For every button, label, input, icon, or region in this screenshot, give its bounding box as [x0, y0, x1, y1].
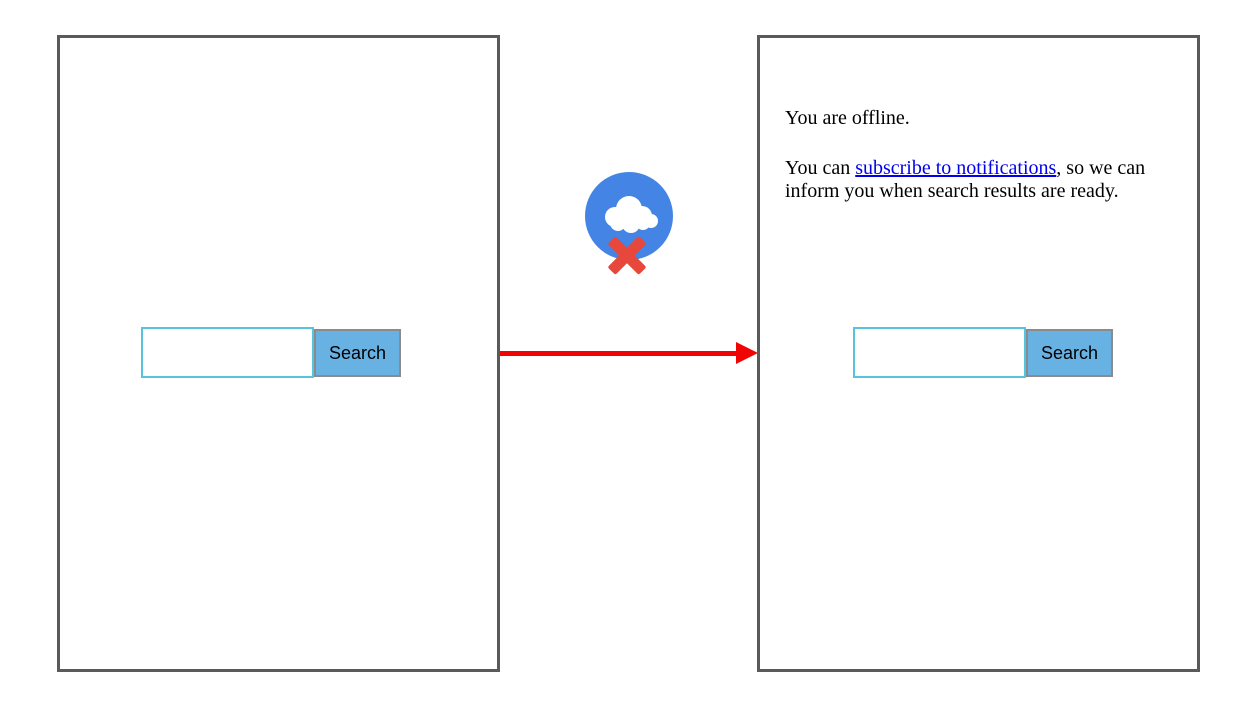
- offline-cloud-icon: [585, 172, 673, 275]
- search-button[interactable]: Search: [1026, 329, 1113, 377]
- transition-arrow-head: [736, 342, 758, 364]
- search-input[interactable]: [141, 327, 314, 378]
- offline-message-block: You are offline. You can subscribe to no…: [785, 107, 1185, 230]
- offline-status-text: You are offline.: [785, 107, 910, 129]
- cloud-icon: [605, 196, 658, 233]
- subscribe-text-before: You can: [785, 157, 856, 179]
- offline-cross-icon: [605, 233, 649, 277]
- right-app-frame: [757, 35, 1200, 672]
- subscribe-sentence: You can subscribe to notifications, so w…: [785, 157, 1185, 203]
- subscribe-notifications-link[interactable]: subscribe to notifications: [855, 157, 1057, 179]
- subscribe-text-line2: inform you when search results are ready…: [785, 180, 1119, 202]
- search-input[interactable]: [853, 327, 1026, 378]
- subscribe-text-after: , so we can: [1056, 157, 1146, 179]
- transition-arrow-line: [500, 351, 736, 356]
- search-button[interactable]: Search: [314, 329, 401, 377]
